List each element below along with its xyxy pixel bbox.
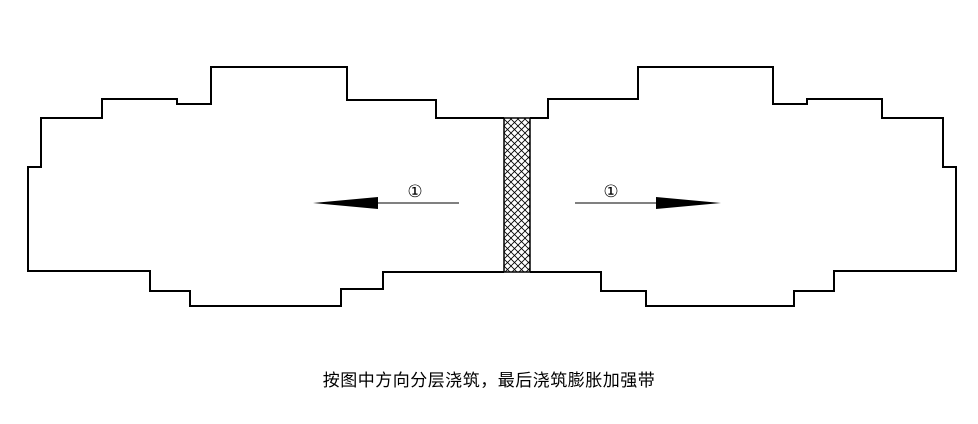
right-arrow-head	[656, 197, 721, 209]
left-step-label: ①	[407, 182, 422, 202]
right-step-label: ①	[603, 182, 618, 202]
diagram-caption: 按图中方向分层浇筑，最后浇筑膨胀加强带	[322, 371, 656, 391]
right-direction-arrow	[575, 197, 721, 209]
left-direction-arrow	[313, 197, 459, 209]
right-section-outline	[530, 66, 957, 307]
expansion-band	[503, 117, 531, 273]
left-arrow-head	[313, 197, 378, 209]
left-section-outline	[27, 66, 504, 307]
